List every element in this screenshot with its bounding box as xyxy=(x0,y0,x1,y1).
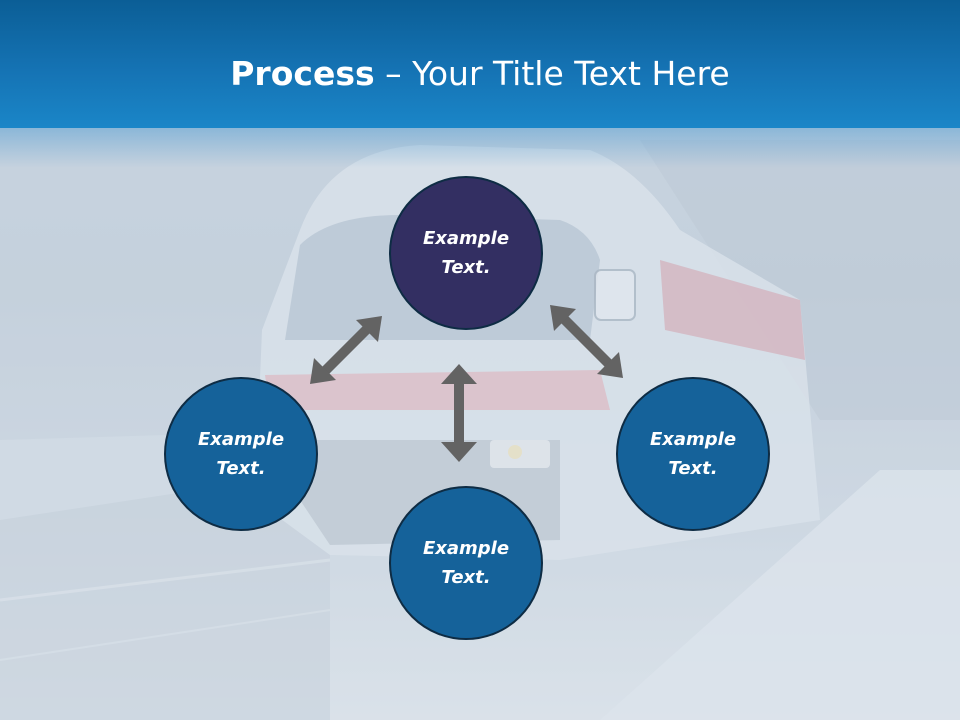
node-left-label: Example Text. xyxy=(197,429,285,479)
node-right-label: Example Text. xyxy=(649,429,737,479)
slide-title[interactable]: Process – Your Title Text Here xyxy=(0,52,960,96)
node-bottom-label: Example Text. xyxy=(422,538,510,588)
diagram-node-right[interactable]: Example Text. xyxy=(616,377,770,531)
node-top-label: Example Text. xyxy=(422,228,510,278)
title-bar xyxy=(0,0,960,128)
diagram-node-left[interactable]: Example Text. xyxy=(164,377,318,531)
title-rest-text: – Your Title Text Here xyxy=(374,54,730,93)
diagram-node-bottom[interactable]: Example Text. xyxy=(389,486,543,640)
title-bar-fade xyxy=(0,128,960,168)
diagram-node-top[interactable]: Example Text. xyxy=(389,176,543,330)
title-bold-text: Process xyxy=(230,54,375,93)
